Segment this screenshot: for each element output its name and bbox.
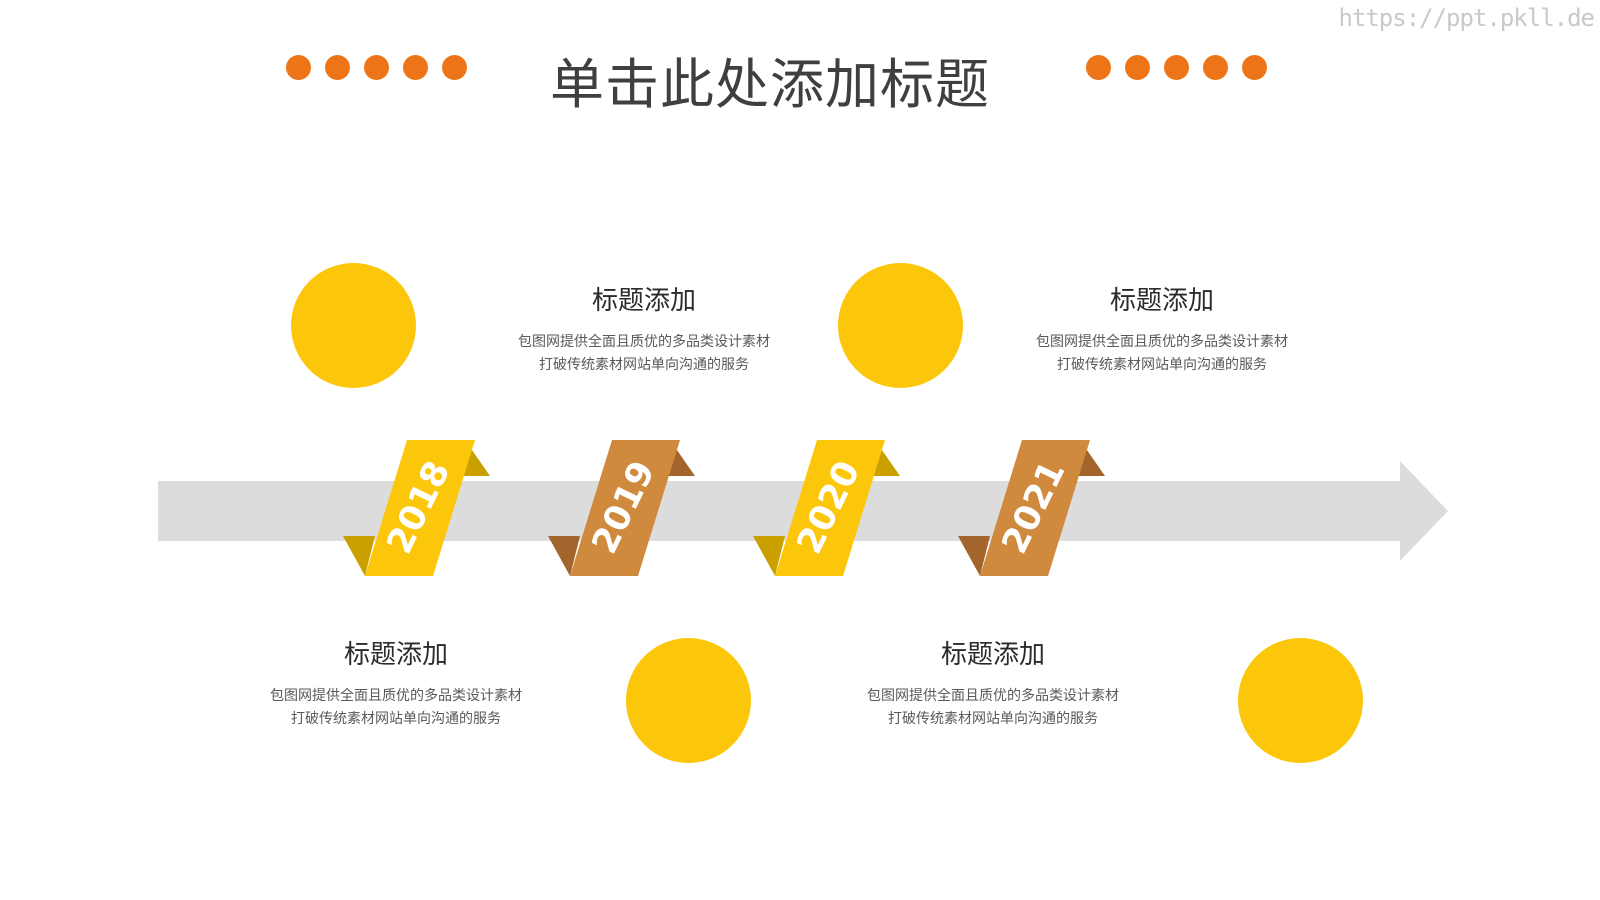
decor-dot	[403, 55, 428, 80]
ribbon-fold-bottom	[548, 536, 580, 576]
item-circle-1	[291, 263, 416, 388]
item-description-line: 打破传统素材网站单向沟通的服务	[291, 711, 501, 727]
item-description[interactable]: 包图网提供全面且质优的多品类设计素材 打破传统素材网站单向沟通的服务	[843, 685, 1143, 731]
item-circle-2	[626, 638, 751, 763]
decor-dot	[364, 55, 389, 80]
ribbon-band	[980, 440, 1090, 576]
item-text-2: 标题添加 包图网提供全面且质优的多品类设计素材 打破传统素材网站单向沟通的服务	[494, 280, 794, 377]
ribbon-band	[365, 440, 475, 576]
item-heading[interactable]: 标题添加	[591, 286, 696, 316]
decor-dot	[442, 55, 467, 80]
item-text-3: 标题添加 包图网提供全面且质优的多品类设计素材 打破传统素材网站单向沟通的服务	[843, 634, 1143, 731]
item-heading[interactable]: 标题添加	[1109, 286, 1214, 316]
item-description-line: 包图网提供全面且质优的多品类设计素材	[1036, 334, 1288, 350]
item-description[interactable]: 包图网提供全面且质优的多品类设计素材 打破传统素材网站单向沟通的服务	[494, 331, 794, 377]
decor-dot	[1164, 55, 1189, 80]
item-description-line: 包图网提供全面且质优的多品类设计素材	[270, 688, 522, 704]
item-circle-4	[1238, 638, 1363, 763]
ribbon-band	[570, 440, 680, 576]
watermark-url: https://ppt.pkll.de	[1338, 4, 1595, 32]
milestone-2018: 2018	[343, 440, 490, 576]
item-description-line: 打破传统素材网站单向沟通的服务	[888, 711, 1098, 727]
ribbon-band	[775, 440, 885, 576]
item-description-line: 打破传统素材网站单向沟通的服务	[1057, 357, 1267, 373]
ribbon-fold-bottom	[958, 536, 990, 576]
slide-title[interactable]: 单击此处添加标题	[550, 53, 990, 116]
ribbon-fold-bottom	[343, 536, 375, 576]
item-description[interactable]: 包图网提供全面且质优的多品类设计素材 打破传统素材网站单向沟通的服务	[1012, 331, 1312, 377]
item-description[interactable]: 包图网提供全面且质优的多品类设计素材 打破传统素材网站单向沟通的服务	[246, 685, 546, 731]
item-heading[interactable]: 标题添加	[940, 640, 1045, 670]
item-description-line: 包图网提供全面且质优的多品类设计素材	[867, 688, 1119, 704]
ribbon-fold-bottom	[753, 536, 785, 576]
item-heading[interactable]: 标题添加	[343, 640, 448, 670]
item-description-line: 打破传统素材网站单向沟通的服务	[539, 357, 749, 373]
decor-dot	[1203, 55, 1228, 80]
decor-dot	[325, 55, 350, 80]
item-text-4: 标题添加 包图网提供全面且质优的多品类设计素材 打破传统素材网站单向沟通的服务	[1012, 280, 1312, 377]
item-description-line: 包图网提供全面且质优的多品类设计素材	[518, 334, 770, 350]
decor-dots-left	[286, 55, 467, 80]
decor-dot	[1125, 55, 1150, 80]
decor-dot	[286, 55, 311, 80]
decor-dot	[1242, 55, 1267, 80]
item-circle-3	[838, 263, 963, 388]
decor-dots-right	[1086, 55, 1267, 80]
item-text-1: 标题添加 包图网提供全面且质优的多品类设计素材 打破传统素材网站单向沟通的服务	[246, 634, 546, 731]
decor-dot	[1086, 55, 1111, 80]
